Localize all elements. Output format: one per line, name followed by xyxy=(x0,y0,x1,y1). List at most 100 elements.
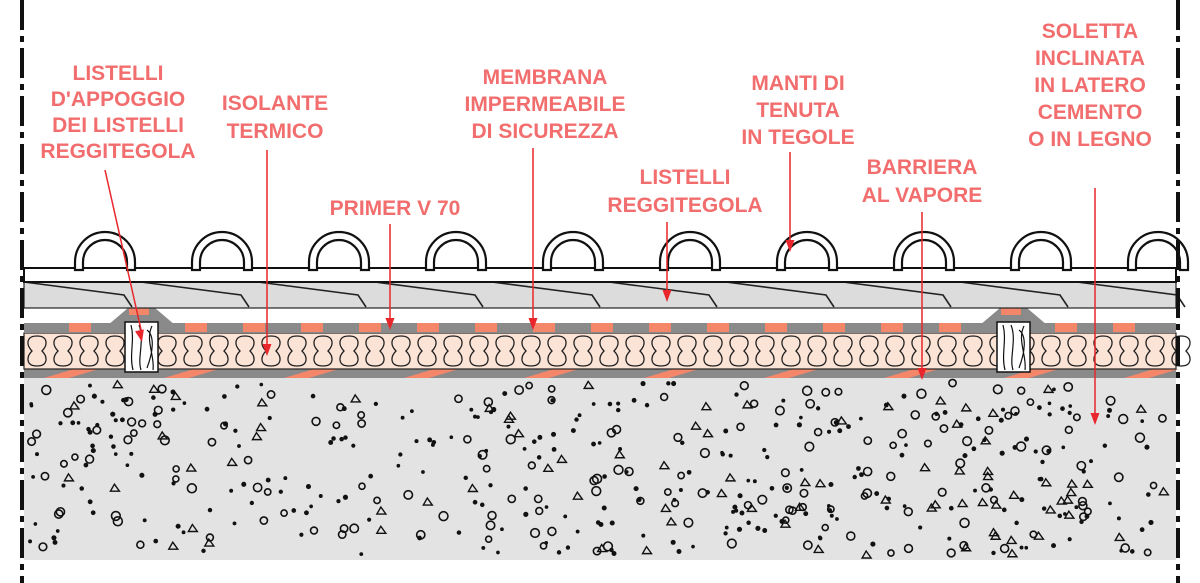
aggregate-triangle xyxy=(982,466,994,476)
aggregate-dot xyxy=(752,479,757,484)
aggregate-dot xyxy=(1014,520,1019,526)
aggregate-dot xyxy=(113,452,118,456)
aggregate-dot xyxy=(1033,449,1038,454)
aggregate-dot xyxy=(762,528,768,533)
roof-tile xyxy=(775,230,839,272)
aggregate-ring xyxy=(939,424,949,433)
aggregate-dot xyxy=(125,463,130,468)
aggregate-dot xyxy=(973,488,978,493)
aggregate-ring xyxy=(136,540,145,550)
membrane-primer-mark xyxy=(185,323,207,332)
aggregate-ring xyxy=(41,384,52,396)
aggregate-triangle xyxy=(954,465,966,475)
membrane-primer-mark xyxy=(823,323,845,332)
aggregate-dot xyxy=(691,544,695,549)
aggregate-ring xyxy=(736,422,745,432)
roof-tile xyxy=(73,230,137,272)
aggregate-ring xyxy=(1078,500,1088,511)
aggregate-dot xyxy=(991,550,996,556)
vapour-barrier-stripe xyxy=(284,369,339,378)
aggregate-dot xyxy=(551,447,557,452)
roof-tile xyxy=(307,230,371,272)
aggregate-dot xyxy=(1052,387,1056,392)
aggregate-triangle xyxy=(987,407,1000,417)
aggregate-triangle xyxy=(226,457,239,467)
aggregate-ring xyxy=(1105,395,1116,406)
aggregate-dot xyxy=(781,398,786,403)
aggregate-ring xyxy=(112,515,124,527)
aggregate-dot xyxy=(1023,436,1030,442)
tile-overlap-line xyxy=(257,281,367,308)
aggregate-dot xyxy=(537,434,543,440)
aggregate-triangle xyxy=(1062,494,1074,504)
aggregate-triangle xyxy=(148,383,161,393)
aggregate-dot xyxy=(201,548,206,554)
aggregate-ring xyxy=(137,419,147,428)
aggregate-ring xyxy=(677,471,686,480)
aggregate-dot xyxy=(607,401,613,407)
aggregate-dot xyxy=(396,463,401,468)
aggregate-ring xyxy=(482,464,491,473)
aggregate-triangle xyxy=(977,497,989,507)
aggregate-triangle xyxy=(170,391,182,401)
aggregate-dot xyxy=(828,481,834,487)
aggregate-dot xyxy=(305,484,311,490)
aggregate-ring xyxy=(946,548,956,558)
tile-overlap-line xyxy=(140,281,250,308)
aggregate-ring xyxy=(438,510,449,522)
aggregate-dot xyxy=(1148,519,1154,526)
label-text: DI SICUREZZA xyxy=(472,120,619,143)
aggregate-dot xyxy=(28,539,33,544)
aggregate-dot xyxy=(502,391,508,396)
aggregate-triangle xyxy=(484,403,496,413)
aggregate-triangle xyxy=(724,472,737,482)
tile-overlap-line xyxy=(842,281,952,308)
aggregate-dot xyxy=(61,483,66,488)
aggregate-ring xyxy=(403,489,414,500)
aggregate-ring xyxy=(948,378,957,388)
aggregate-dot xyxy=(616,401,621,406)
aggregate-ring xyxy=(332,421,341,430)
aggregate-dot xyxy=(870,541,876,547)
aggregate-triangle xyxy=(68,400,81,410)
aggregate-dot xyxy=(1129,549,1135,554)
aggregate-triangle xyxy=(187,523,199,533)
aggregate-dot xyxy=(762,447,767,453)
aggregate-ring xyxy=(697,488,708,499)
insulation-pattern xyxy=(27,335,1191,367)
aggregate-dot xyxy=(746,520,751,525)
aggregate-dot xyxy=(265,477,271,483)
aggregate-dot xyxy=(259,382,264,387)
aggregate-dot xyxy=(336,498,341,504)
aggregate-dot xyxy=(51,535,57,541)
label-text: LISTELLI xyxy=(640,166,731,189)
concrete-slab xyxy=(24,378,1176,560)
aggregate-dot xyxy=(826,429,832,434)
aggregate-ring xyxy=(547,385,556,393)
aggregate-ring xyxy=(670,499,680,508)
aggregate-dot xyxy=(367,517,372,522)
aggregate-dot xyxy=(237,444,241,448)
aggregate-ring xyxy=(547,526,557,537)
aggregate-ring xyxy=(76,394,86,404)
aggregate-triangle xyxy=(990,499,1003,509)
aggregate-ring xyxy=(207,437,217,447)
aggregate-dot xyxy=(574,417,579,422)
membrane-primer-mark xyxy=(243,323,265,332)
aggregate-ring xyxy=(860,492,869,500)
aggregate-triangle xyxy=(109,482,121,492)
aggregate-dot xyxy=(318,494,323,498)
aggregate-triangle xyxy=(716,488,728,498)
aggregate-dot xyxy=(899,452,905,458)
membrane-primer-mark xyxy=(533,323,555,332)
aggregate-dot xyxy=(90,448,96,454)
aggregate-triangle xyxy=(665,516,678,526)
aggregate-dot xyxy=(430,442,435,447)
aggregate-ring xyxy=(110,510,122,522)
aggregate-dot xyxy=(110,411,116,417)
aggregate-dot xyxy=(739,510,745,516)
aggregate-ring xyxy=(589,475,599,486)
vapour-barrier xyxy=(24,369,1176,378)
aggregate-ring xyxy=(484,535,493,544)
label-text: ISOLANTE xyxy=(222,92,328,115)
